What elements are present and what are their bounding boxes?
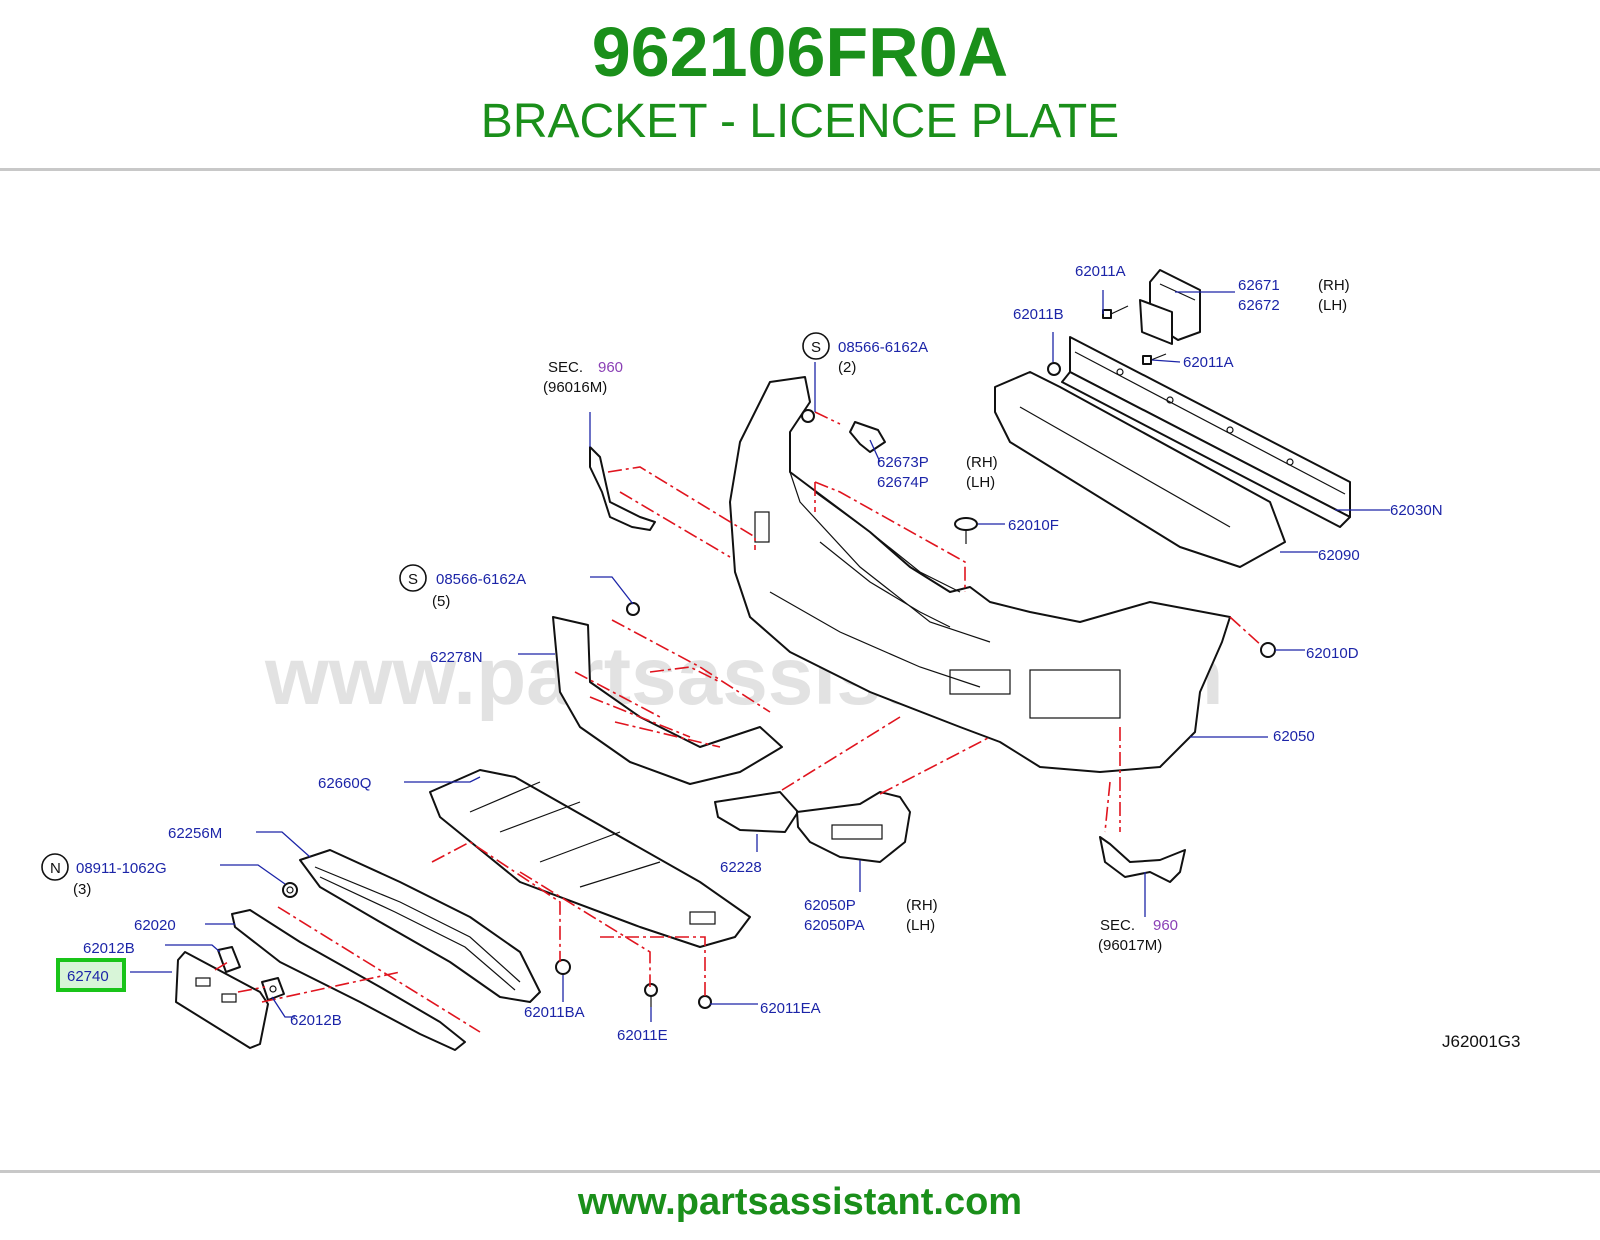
label-sec-right: SEC.	[1100, 917, 1135, 934]
diagram-ref-code: J62001G3	[1442, 1032, 1520, 1051]
label-08566-upper-qty: (2)	[838, 359, 856, 376]
licence-plate-bracket-62740[interactable]	[175, 951, 269, 1049]
label-62011BA[interactable]: 62011BA	[524, 1004, 585, 1021]
label-sec-left-ref: (96016M)	[543, 379, 607, 396]
label-08566-upper[interactable]: 08566-6162A	[838, 339, 928, 356]
header-divider	[0, 168, 1600, 171]
label-08911-qty: (3)	[73, 881, 91, 898]
label-sec-right-ref: (96017M)	[1098, 937, 1162, 954]
bolt-62011A-top[interactable]	[1102, 305, 1129, 319]
label-62011A-top[interactable]: 62011A	[1075, 263, 1126, 280]
s-marker-2: S	[408, 571, 418, 588]
clip-62012B-bottom[interactable]	[261, 977, 285, 1001]
label-62673P-side: (RH)	[966, 454, 998, 471]
strip-62020[interactable]	[231, 909, 466, 1051]
label-sec-left: SEC.	[548, 359, 583, 376]
label-62672[interactable]: 62672	[1238, 297, 1280, 314]
label-sec-right-num[interactable]: 960	[1153, 917, 1178, 934]
label-62011B[interactable]: 62011B	[1013, 306, 1064, 323]
label-62673P[interactable]: 62673P	[877, 454, 929, 471]
panel-62278N[interactable]	[552, 616, 783, 785]
nut-62011B[interactable]	[1047, 362, 1061, 376]
bracket-96016M[interactable]	[589, 446, 656, 531]
label-62674P-side: (LH)	[966, 474, 995, 491]
s-marker-circle-1	[802, 332, 830, 360]
nut-62011BA[interactable]	[555, 959, 571, 975]
s-marker-1: S	[811, 339, 821, 356]
label-62090[interactable]: 62090	[1318, 547, 1360, 564]
label-62050P[interactable]: 62050P	[804, 897, 856, 914]
label-62740[interactable]: 62740	[67, 968, 109, 985]
n-marker: N	[50, 860, 61, 877]
part-name-subtitle: BRACKET - LICENCE PLATE	[480, 95, 1120, 148]
label-62020[interactable]: 62020	[134, 917, 176, 934]
label-08566-lower[interactable]: 08566-6162A	[436, 571, 526, 588]
label-62671[interactable]: 62671	[1238, 277, 1280, 294]
highlight-box-62740[interactable]	[56, 958, 126, 992]
n-marker-circle	[41, 853, 69, 881]
nut-08911[interactable]	[282, 882, 298, 898]
label-62030N[interactable]: 62030N	[1390, 502, 1443, 519]
label-sec-left-num[interactable]: 960	[598, 359, 623, 376]
label-62012B-bottom[interactable]: 62012B	[290, 1012, 342, 1029]
label-08911[interactable]: 08911-1062G	[76, 860, 167, 877]
s-marker-circle-2	[399, 564, 427, 592]
label-62011EA[interactable]: 62011EA	[760, 1000, 821, 1017]
screw-08566-upper[interactable]	[801, 409, 815, 423]
label-62228[interactable]: 62228	[720, 859, 762, 876]
leader-lines	[130, 290, 1390, 1022]
energy-absorber-62090[interactable]	[994, 371, 1286, 568]
label-62012B-top[interactable]: 62012B	[83, 940, 135, 957]
label-62050P-side: (RH)	[906, 897, 938, 914]
part-number-title: 962106FR0A	[591, 13, 1009, 91]
reinforcement-beam-62030N[interactable]	[1061, 336, 1351, 528]
clip-62010D[interactable]	[1260, 642, 1276, 658]
label-62674P[interactable]: 62674P	[877, 474, 929, 491]
label-62011A-mid[interactable]: 62011A	[1183, 354, 1234, 371]
screw-08566-lower[interactable]	[626, 602, 640, 616]
label-62011E[interactable]: 62011E	[617, 1027, 668, 1044]
clip-62011E[interactable]	[644, 983, 658, 1007]
label-62050[interactable]: 62050	[1273, 728, 1315, 745]
label-62671-side: (RH)	[1318, 277, 1350, 294]
bumper-fascia-62050[interactable]	[729, 376, 1231, 773]
footer-divider	[0, 1170, 1600, 1173]
assembly-lines	[214, 411, 1263, 1033]
bracket-62671[interactable]	[1139, 269, 1201, 345]
label-62278N[interactable]: 62278N	[430, 649, 483, 666]
clip-62011EA[interactable]	[698, 995, 712, 1009]
label-62050PA[interactable]: 62050PA	[804, 917, 865, 934]
footer-url[interactable]: www.partsassistant.com	[577, 1181, 1023, 1223]
bolt-62011A-mid[interactable]	[1142, 353, 1167, 365]
label-62050PA-side: (LH)	[906, 917, 935, 934]
undercover-62660Q[interactable]	[429, 769, 751, 948]
label-62010D[interactable]: 62010D	[1306, 645, 1359, 662]
bezel-62050P[interactable]	[796, 791, 911, 863]
grille-62256M[interactable]	[299, 849, 541, 1003]
cap-62228[interactable]	[714, 791, 799, 833]
clip-62012B-top[interactable]	[217, 946, 241, 973]
bracket-96017M[interactable]	[1099, 836, 1186, 883]
clip-62010F[interactable]	[954, 517, 978, 544]
bracket-62673P[interactable]	[849, 421, 886, 453]
label-62256M[interactable]: 62256M	[168, 825, 222, 842]
label-62010F[interactable]: 62010F	[1008, 517, 1059, 534]
parts-diagram: www.partsassistant.com	[41, 263, 1520, 1051]
label-62660Q[interactable]: 62660Q	[318, 775, 371, 792]
label-62672-side: (LH)	[1318, 297, 1347, 314]
label-08566-lower-qty: (5)	[432, 593, 450, 610]
